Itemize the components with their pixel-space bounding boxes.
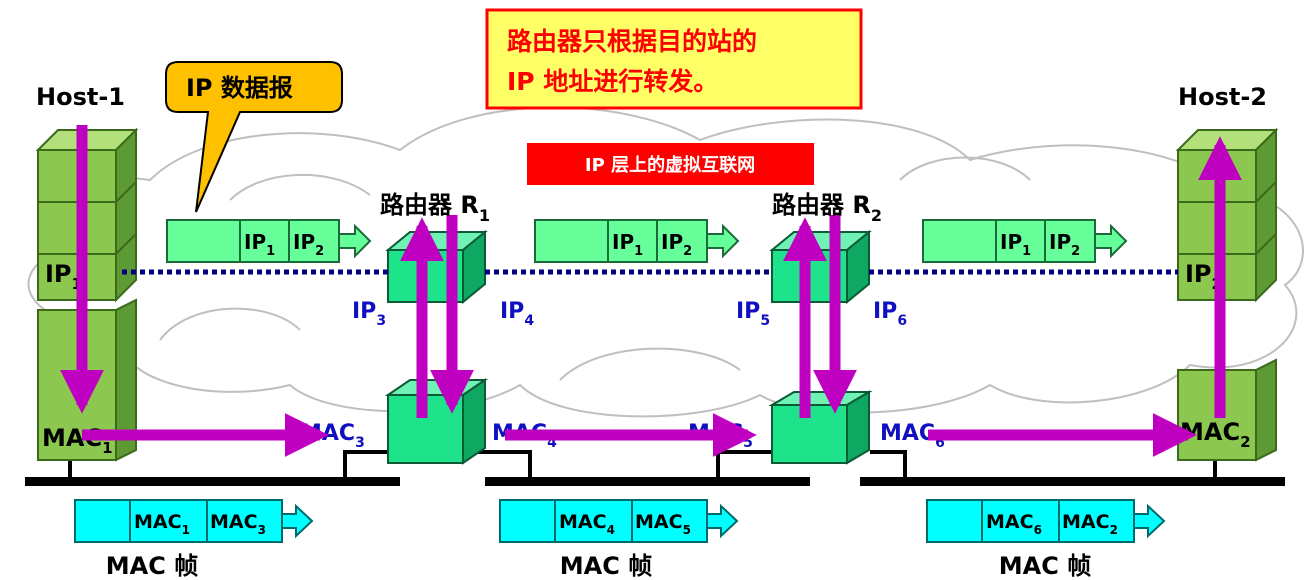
mac-frame-3: MAC6 MAC2 (926, 499, 1166, 543)
routing-note-box: 路由器只根据目的站的 IP 地址进行转发。 (485, 8, 863, 110)
ip-packet-src: IP1 (1000, 230, 1031, 259)
mac-frame-dst: MAC5 (635, 511, 691, 537)
ip-packet-1: IP1 IP2 (166, 219, 372, 263)
callout-text: IP 数据报 (186, 74, 293, 102)
ip-packet-src: IP1 (612, 230, 643, 259)
ip-packet-3: IP1 IP2 (922, 219, 1128, 263)
r2-ip5-label: IP5 (736, 299, 770, 329)
ip-packet-dst: IP2 (1049, 230, 1080, 259)
virtual-internet-text: IP 层上的虚拟互联网 (585, 154, 755, 176)
mac-frame-dst: MAC3 (210, 511, 266, 537)
virtual-internet-label: IP 层上的虚拟互联网 (527, 143, 814, 185)
mac-frame-2: MAC4 MAC5 (499, 499, 739, 543)
r2-ip6-label: IP6 (873, 299, 907, 329)
mac-frame-label: MAC 帧 (106, 552, 198, 580)
host-2-stack (1175, 127, 1279, 462)
mac-frame-1: MAC1 MAC3 (74, 499, 314, 543)
host-1-label: Host-1 (36, 83, 125, 111)
r1-ip3-label: IP3 (352, 299, 386, 329)
mac-frame-src: MAC1 (134, 511, 190, 537)
mac-frame-label: MAC 帧 (560, 552, 652, 580)
ip-packet-2: IP1 IP2 (534, 219, 740, 263)
data-flow-arrows (60, 125, 1242, 457)
router-r1-label: 路由器 R1 (380, 191, 490, 225)
r2-mac6-label: MAC6 (880, 421, 945, 451)
ip-packet-dst: IP2 (293, 230, 324, 259)
r1-ip4-label: IP4 (500, 299, 534, 329)
ip-datagram-callout: IP 数据报 (165, 61, 343, 213)
mac-frame-src: MAC4 (559, 511, 615, 537)
ip-packet-dst: IP2 (661, 230, 692, 259)
ip-packet-src: IP1 (244, 230, 275, 259)
note-line-1: 路由器只根据目的站的 (507, 27, 757, 56)
host-2-label: Host-2 (1178, 83, 1267, 111)
mac-frame-label: MAC 帧 (999, 552, 1091, 580)
mac-frame-dst: MAC2 (1062, 511, 1118, 537)
mac-frame-src: MAC6 (986, 511, 1042, 537)
lan-lines (25, 450, 1285, 486)
router-r2-label: 路由器 R2 (772, 191, 882, 225)
note-line-2: IP 地址进行转发。 (507, 67, 718, 96)
